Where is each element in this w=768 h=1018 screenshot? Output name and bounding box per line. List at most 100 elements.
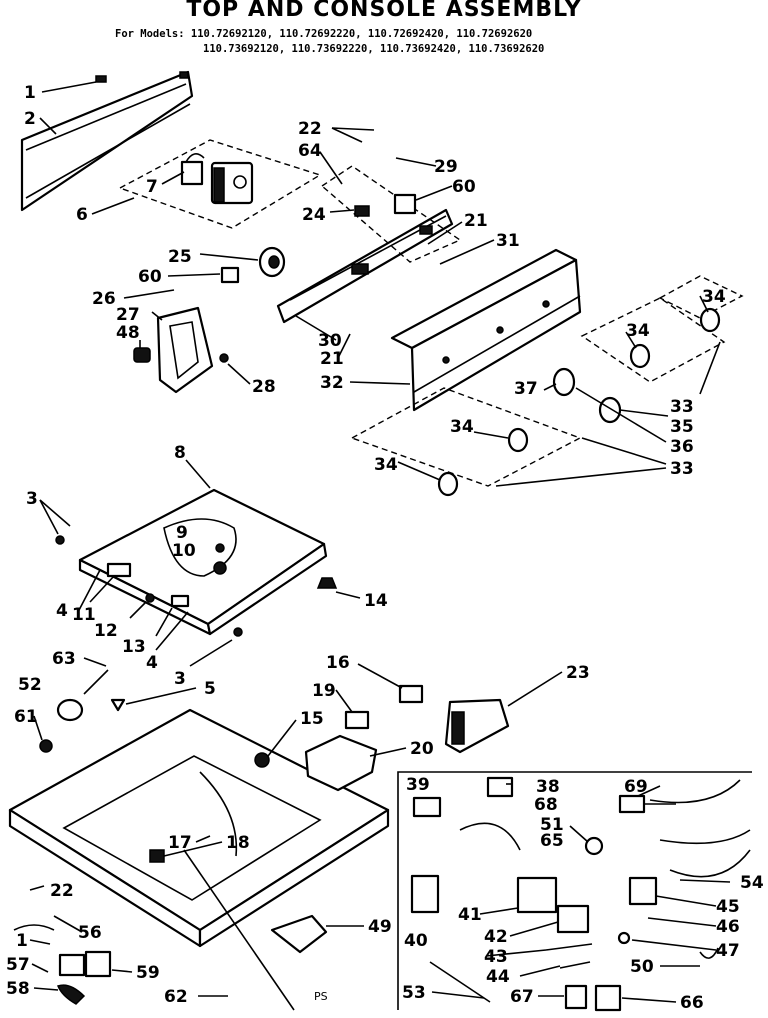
callout-12: 12 bbox=[94, 621, 118, 641]
callout-50: 50 bbox=[630, 957, 654, 977]
wire-harness-part-69 bbox=[649, 779, 751, 878]
callout-27: 27 bbox=[116, 305, 140, 325]
knob-part-37 bbox=[552, 367, 576, 397]
callout-13: 13 bbox=[122, 637, 146, 657]
callout-7: 7 bbox=[146, 177, 158, 197]
rear-panel-part-2 bbox=[20, 70, 194, 212]
footer-code: PS bbox=[314, 990, 328, 1003]
knob-part-52 bbox=[56, 698, 84, 722]
callout-17: 17 bbox=[168, 833, 192, 853]
callout-22a: 22 bbox=[298, 119, 322, 139]
pressure-switch-part-41 bbox=[516, 876, 558, 914]
callout-32: 32 bbox=[320, 373, 344, 393]
callout-67: 67 bbox=[510, 987, 534, 1007]
callout-29: 29 bbox=[434, 157, 458, 177]
callout-2: 2 bbox=[24, 109, 36, 129]
callout-33b: 33 bbox=[670, 459, 694, 479]
callout-4b: 4 bbox=[146, 653, 158, 673]
hinge-part-18 bbox=[149, 849, 165, 863]
callout-43: 43 bbox=[484, 947, 508, 967]
knob-part-48 bbox=[133, 347, 151, 363]
callout-16: 16 bbox=[326, 653, 350, 673]
callout-58: 58 bbox=[6, 979, 30, 999]
spring-part-56 bbox=[13, 924, 55, 931]
knob-part-34b bbox=[629, 343, 651, 369]
page-title: TOP AND CONSOLE ASSEMBLY bbox=[186, 0, 582, 22]
callout-54: 54 bbox=[740, 873, 764, 893]
callout-1b: 1 bbox=[16, 931, 28, 951]
clip-part-51 bbox=[584, 836, 604, 856]
callout-49: 49 bbox=[368, 917, 392, 937]
models-prefix: For Models: bbox=[115, 28, 185, 40]
callout-41: 41 bbox=[458, 905, 482, 925]
connector-part-67 bbox=[564, 984, 588, 1010]
callout-24: 24 bbox=[302, 205, 326, 225]
callout-23: 23 bbox=[566, 663, 590, 683]
clip-part-60a bbox=[393, 193, 417, 215]
switch-part-40 bbox=[410, 874, 440, 914]
models-line-2: 110.73692120, 110.73692220, 110.73692420… bbox=[203, 43, 545, 55]
callout-40: 40 bbox=[404, 931, 428, 951]
models-line-1: 110.72692120, 110.72692220, 110.72692420… bbox=[190, 28, 533, 40]
callout-22b: 22 bbox=[50, 881, 74, 901]
screw-part-28 bbox=[219, 353, 229, 363]
switch-housing-part-20 bbox=[304, 734, 378, 792]
callout-42: 42 bbox=[484, 927, 508, 947]
wire-part-43 bbox=[545, 943, 593, 951]
cover-part-23 bbox=[444, 698, 510, 754]
callout-46: 46 bbox=[716, 917, 740, 937]
screw-part-3b bbox=[233, 627, 243, 637]
switch-part-19 bbox=[344, 710, 370, 730]
callout-63: 63 bbox=[52, 649, 76, 669]
callout-26: 26 bbox=[92, 289, 116, 309]
callout-38: 38 bbox=[536, 777, 560, 797]
callout-59: 59 bbox=[136, 963, 160, 983]
wire-harness-left bbox=[459, 822, 521, 851]
terminal-part-39 bbox=[412, 796, 442, 818]
bracket-part-49 bbox=[270, 914, 328, 954]
callout-21a: 21 bbox=[464, 211, 488, 231]
callout-34c: 34 bbox=[450, 417, 474, 437]
callout-19: 19 bbox=[312, 681, 336, 701]
clip-part-50 bbox=[699, 947, 719, 959]
callout-21b: 21 bbox=[320, 349, 344, 369]
knob-part-34d bbox=[437, 471, 459, 497]
callout-18: 18 bbox=[226, 833, 250, 853]
knob-group-outline-a bbox=[580, 297, 726, 383]
callout-57: 57 bbox=[6, 955, 30, 975]
callout-6: 6 bbox=[76, 205, 88, 225]
clip-part-24 bbox=[354, 205, 370, 217]
knob-part-25 bbox=[258, 246, 286, 278]
clip-part-47 bbox=[617, 931, 631, 945]
callout-61: 61 bbox=[14, 707, 38, 727]
callout-8: 8 bbox=[174, 443, 186, 463]
callout-1a: 1 bbox=[24, 83, 36, 103]
callout-3a: 3 bbox=[26, 489, 38, 509]
knob-group-outline-b bbox=[658, 275, 744, 319]
callout-60b: 60 bbox=[138, 267, 162, 287]
callout-4a: 4 bbox=[56, 601, 68, 621]
callout-52: 52 bbox=[18, 675, 42, 695]
callout-45: 45 bbox=[716, 897, 740, 917]
console-backsplash-part-32 bbox=[390, 248, 582, 412]
connector-part-66 bbox=[594, 984, 622, 1012]
switch-part-7 bbox=[180, 153, 205, 186]
wire-part-53 bbox=[429, 961, 491, 1003]
knob-part-34c bbox=[507, 427, 529, 453]
callout-53: 53 bbox=[402, 983, 426, 1003]
connector-part-68 bbox=[618, 794, 646, 814]
callout-9: 9 bbox=[176, 523, 188, 543]
clip-part-59 bbox=[58, 950, 112, 978]
relay-part-42 bbox=[556, 904, 590, 934]
callout-20: 20 bbox=[410, 739, 434, 759]
clip-part-58 bbox=[57, 984, 86, 1005]
callout-68: 68 bbox=[534, 795, 558, 815]
callout-34d: 34 bbox=[374, 455, 398, 475]
callout-labels: 1 2 6 7 22 64 29 60 24 21 31 25 60 26 27… bbox=[6, 83, 764, 1013]
callout-10: 10 bbox=[172, 541, 196, 561]
screw-part-3a bbox=[55, 535, 65, 545]
callout-5: 5 bbox=[204, 679, 216, 699]
callout-56: 56 bbox=[78, 923, 102, 943]
callout-34a: 34 bbox=[702, 287, 726, 307]
